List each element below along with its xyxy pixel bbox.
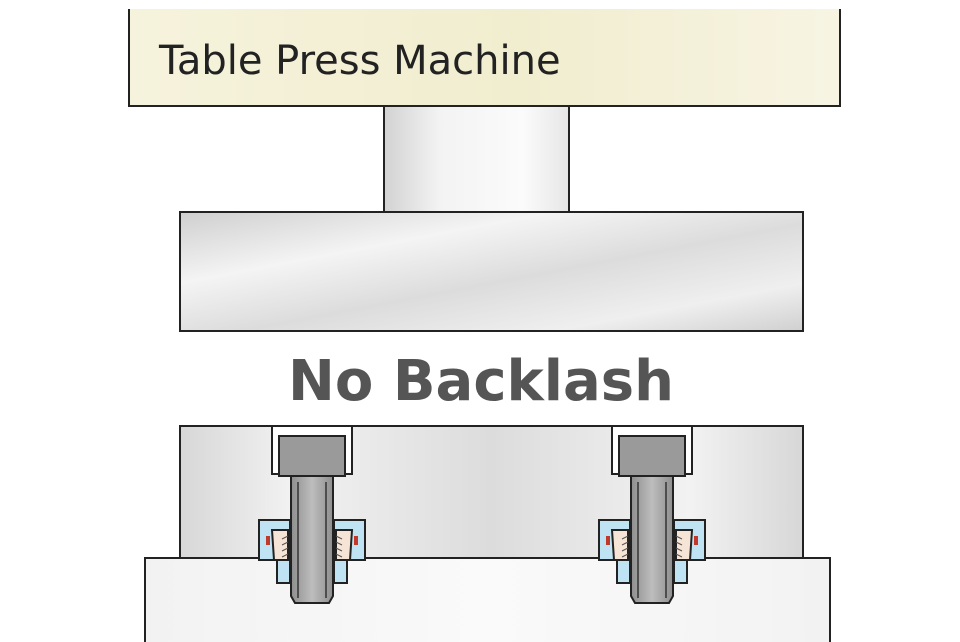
upper-platen <box>179 211 804 332</box>
no-backlash-caption: No Backlash <box>288 349 674 414</box>
press-head: Table Press Machine <box>128 0 842 107</box>
machine-title: Table Press Machine <box>158 38 561 84</box>
base <box>144 557 831 642</box>
bolt-assembly-right <box>598 425 706 604</box>
ram <box>383 105 570 213</box>
bolt-assembly-left <box>258 425 366 604</box>
